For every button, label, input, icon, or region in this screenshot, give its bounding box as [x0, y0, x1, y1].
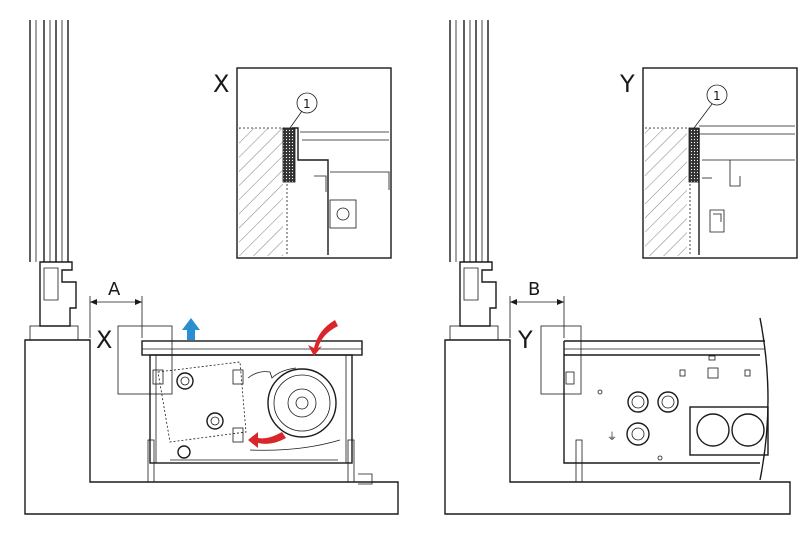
airflow-in-arrow-top: [308, 320, 338, 356]
window-frame-right: [449, 20, 499, 341]
detail-y-title: Y: [619, 70, 635, 98]
callout-x: 1: [303, 97, 311, 111]
dimension-b-label: B: [528, 279, 540, 300]
ground-icon: ⏚: [607, 431, 617, 443]
detail-y-inset: 1 Y: [619, 67, 798, 259]
seal-x: [282, 127, 296, 183]
fan-coil-unit-left: [141, 318, 373, 485]
airflow-in-arrow-bottom: [248, 432, 286, 448]
fan-coil-unit-right: ⏚: [563, 317, 769, 483]
wall-floor-left: [24, 339, 399, 515]
callout-y: 1: [713, 89, 721, 103]
detail-x-inset: 1 X: [213, 67, 392, 259]
seal-y: [688, 127, 700, 183]
dimension-a-label: A: [108, 279, 121, 300]
detail-x-title: X: [213, 70, 229, 98]
detail-marker-y: Y: [517, 326, 533, 354]
airflow-out-arrow: [182, 318, 200, 340]
dimension-b: B: [509, 279, 565, 338]
dimension-a: A: [89, 279, 143, 338]
window-frame-left: [29, 20, 79, 341]
detail-marker-x: X: [96, 326, 112, 354]
left-view: A X: [24, 20, 399, 515]
wall-floor-right: [444, 339, 791, 515]
right-view: B Y ⏚: [444, 20, 798, 515]
